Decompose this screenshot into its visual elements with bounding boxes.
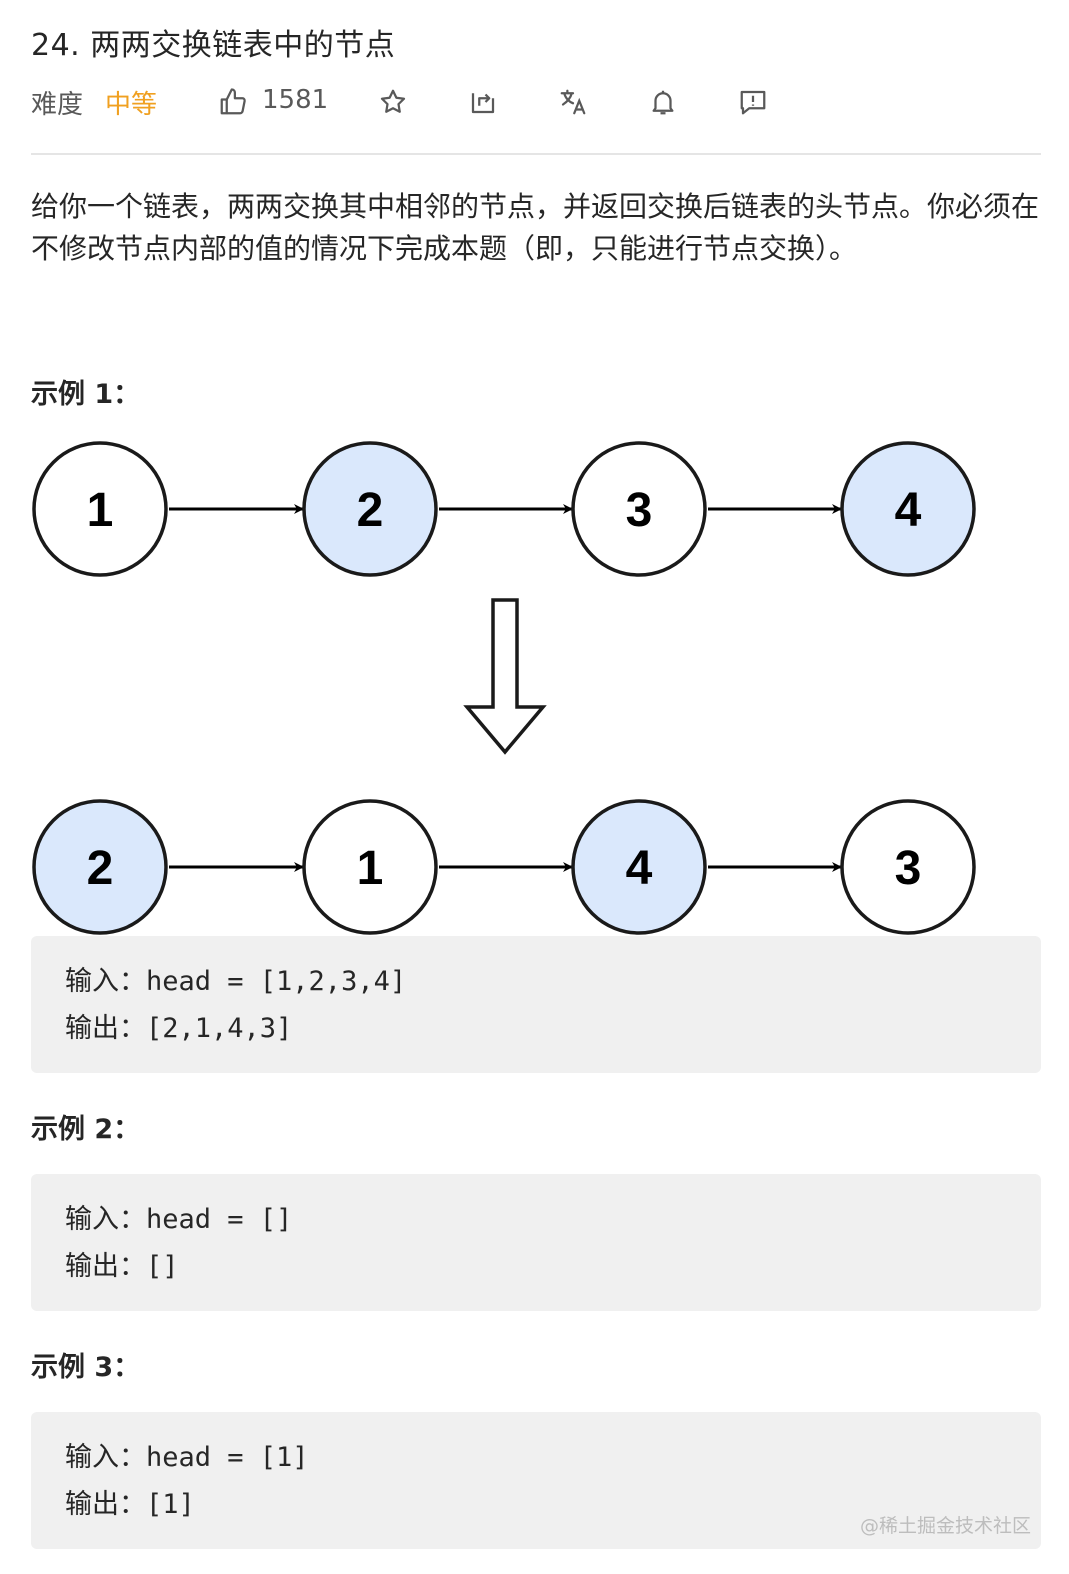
feedback-icon[interactable] xyxy=(737,86,769,118)
watermark: @稀土掘金技术社区 xyxy=(859,1515,1031,1537)
problem-description: 给你一个链表，两两交换其中相邻的节点，并返回交换后链表的头节点。你必须在不修改节… xyxy=(31,190,1040,265)
like-count: 1581 xyxy=(262,85,329,115)
problem-meta-bar: 难度 中等 1581 xyxy=(31,80,766,124)
translate-icon[interactable] xyxy=(557,86,589,118)
thumbs-up-icon[interactable] xyxy=(217,86,249,118)
share-icon[interactable] xyxy=(467,86,499,118)
star-icon[interactable] xyxy=(377,86,409,118)
before-node-label: 2 xyxy=(357,484,384,537)
example-3-codebox: 输入：head = [1] 输出：[1] xyxy=(31,1412,1041,1549)
before-node-label: 3 xyxy=(626,484,653,537)
after-node xyxy=(840,799,976,935)
header-divider xyxy=(31,153,1041,155)
after-node-label: 4 xyxy=(626,842,653,895)
after-node-label: 3 xyxy=(895,842,922,895)
example-2-codebox: 输入：head = [] 输出：[] xyxy=(31,1174,1041,1311)
example-3-title: 示例 3： xyxy=(31,1352,141,1383)
swap-diagram: 1 2 3 4 2 1 4 3 xyxy=(32,441,976,935)
example-3-input: 输入：head = [1] xyxy=(65,1442,309,1473)
after-node xyxy=(302,799,438,935)
example-1-codebox: 输入：head = [1,2,3,4] 输出：[2,1,4,3] xyxy=(31,936,1041,1073)
before-node-label: 4 xyxy=(895,484,922,537)
example-1-title: 示例 1： xyxy=(31,379,141,410)
bell-icon[interactable] xyxy=(647,86,679,118)
example-2-title: 示例 2： xyxy=(31,1114,141,1145)
example-3-output: 输出：[1] xyxy=(65,1489,195,1520)
before-node xyxy=(840,441,976,577)
after-node xyxy=(32,799,168,935)
problem-title: 24. 两两交换链表中的节点 xyxy=(31,28,396,63)
before-node xyxy=(32,441,168,577)
after-node-label: 1 xyxy=(357,842,384,895)
before-node xyxy=(302,441,438,577)
diagram-after-row: 2 1 4 3 xyxy=(32,799,976,935)
diagram-before-row: 1 2 3 4 xyxy=(32,441,976,577)
down-arrow-icon xyxy=(463,598,547,755)
difficulty-label: 难度 xyxy=(31,89,84,120)
example-1-output: 输出：[2,1,4,3] xyxy=(65,1013,293,1044)
example-2-output: 输出：[] xyxy=(65,1251,179,1282)
before-node xyxy=(571,441,707,577)
after-node xyxy=(571,799,707,935)
before-node-label: 1 xyxy=(87,484,114,537)
after-node-label: 2 xyxy=(87,842,114,895)
example-2-input: 输入：head = [] xyxy=(65,1204,293,1235)
example-1-input: 输入：head = [1,2,3,4] xyxy=(65,966,407,997)
difficulty-badge: 中等 xyxy=(105,89,158,120)
